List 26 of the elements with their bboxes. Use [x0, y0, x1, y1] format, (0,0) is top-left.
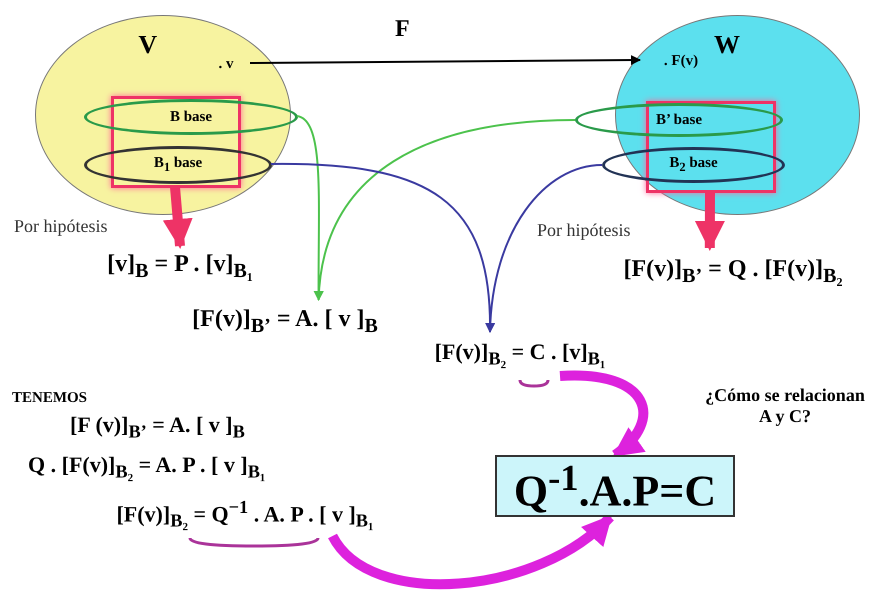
highlight-frame — [646, 101, 776, 193]
formula: [F(v)]$_{B₂}$ = Q$^{−1}$ . A. P . [ v ]$_{B₁}$ — [70, 492, 420, 536]
note-text: Por hipótesis — [14, 216, 108, 237]
formula: [F (v)]$_{B’}$ = A. [ v ]$_{B}$ — [70, 412, 245, 442]
formula: Q . [F(v)]$_{B₂}$ = A. P . [ v ]$_{B₁}$ — [28, 452, 266, 482]
formula: [v]$_{B}$ = P . [v]$_{B₁}$ — [85, 246, 275, 288]
thick-arrow — [162, 186, 193, 249]
arrow — [250, 55, 641, 66]
section-heading: TENEMOS — [12, 390, 88, 407]
question-text: ¿Cómo se relacionan A y C? — [705, 385, 865, 427]
arrow — [314, 119, 576, 301]
highlight-frame — [111, 96, 241, 188]
formula: [F(v)]$_{B’}$ = A. [ v ]$_{B}$ — [180, 300, 390, 344]
arrow — [486, 164, 602, 333]
note-text: Por hipótesis — [537, 220, 631, 241]
result-formula-box: Q$^{-1}$.A.P=C — [495, 455, 735, 517]
basis-ellipse: B$_{2}$ base — [602, 147, 785, 183]
thick-arrow — [694, 192, 725, 251]
basis-ellipse: B base — [84, 99, 298, 135]
formula: [F(v)]$_{B’}$ = Q . [F(v)]$_{B₂}$ — [588, 248, 878, 296]
point-label: . v — [201, 51, 251, 77]
basis-ellipse: B$_{1}$ base — [84, 146, 272, 184]
basis-ellipse: B’ base — [575, 103, 783, 137]
formula: [F(v)]$_{B₂}$ = C . [v]$_{B₁}$ — [420, 332, 620, 376]
set-label: W — [714, 30, 740, 60]
set-label: V — [138, 30, 158, 60]
